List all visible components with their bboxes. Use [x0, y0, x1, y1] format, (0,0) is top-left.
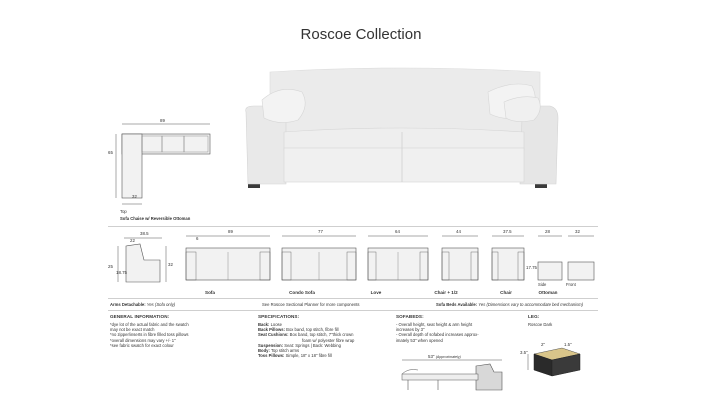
piece-label-love: Love	[370, 290, 382, 295]
sofabeds-header: SOFABEDS:	[396, 314, 424, 319]
side-seat-height-dim: 18.75	[116, 270, 127, 275]
sofabeds-line: - Overall height, seat height & arm heig…	[396, 322, 473, 327]
piece-label-chair-half: Chair + 1/2	[434, 290, 458, 295]
spec-item: Back: Loose	[258, 322, 354, 327]
leg-header: LEG:	[528, 314, 540, 319]
spec-item: Seat Cushions: Box band, top stitch, 7"t…	[258, 332, 354, 337]
arms-value: Yes (Sofa only)	[146, 302, 176, 307]
spec-item: Suspension: Seat: Springs | Back: Webbin…	[258, 343, 354, 348]
spec-key: Seat Cushions:	[258, 332, 289, 338]
spec-item: Toss Pillows: Simple, 18" x 18" fibre fi…	[258, 353, 354, 358]
arms-detachable: Arms Detachable: Yes (Sofa only)	[110, 302, 175, 307]
spec-value: foam w/ polyester fibre wrap	[302, 337, 355, 343]
spec-value: Seat: Springs | Back: Webbing	[283, 342, 341, 348]
spec-value: Box band, top stitch, 7"thick crown	[288, 332, 354, 338]
side-height-dim: 25	[108, 264, 113, 269]
sofabeds-line: imately 53" when opened	[396, 337, 443, 343]
specs-header: SPECIFICATIONS:	[258, 314, 300, 319]
piece-label-ottoman: Ottoman	[538, 290, 558, 295]
general-line: *no zipper/inserts in fibre filled toss …	[110, 332, 189, 338]
leg-drawing	[527, 347, 581, 377]
sofabeds-lines: - Overall height, seat height & arm heig…	[396, 322, 479, 343]
ottoman-side-label: Side	[538, 282, 547, 287]
ottoman-front-dim: 32	[575, 229, 580, 234]
condo-sofa-dim: 77	[318, 229, 323, 234]
chair-half-dim: 44	[456, 229, 461, 234]
chair-dim: 37.5	[503, 229, 512, 234]
spec-key: Body:	[258, 348, 270, 354]
sofabed-available: Sofa Beds Available: Yes (Dimensions var…	[436, 302, 583, 307]
sofabeds-line: - Overall depth of sofabed increases app…	[396, 332, 479, 338]
piece-label-chair: Chair	[500, 290, 512, 295]
piece-label-sofa: Sofa	[205, 290, 215, 295]
spec-item: Back Pillows: Box band, top stitch, fibr…	[258, 327, 354, 332]
ottoman-front-label: Front	[566, 282, 576, 287]
divider-bottom	[108, 310, 598, 311]
page-title: Roscoe Collection	[300, 26, 422, 43]
chaise-seat-dim: 32	[132, 194, 137, 199]
side-view-drawing	[117, 237, 167, 283]
arm-dim: 6	[196, 236, 199, 241]
chaise-top-label: Top	[120, 209, 127, 214]
general-line: *see fabric swatch for exact colour	[110, 342, 174, 348]
chaise-width-dim: 89	[160, 118, 165, 123]
spec-key: Back Pillows:	[258, 327, 285, 333]
sofabed-drawing	[401, 359, 503, 391]
chaise-top-view	[115, 123, 211, 205]
ottoman-dim: 28	[545, 229, 550, 234]
leg-dim-c: 3.5"	[520, 350, 528, 355]
spec-value: Top stitch arms	[269, 348, 300, 354]
pieces-drawings	[185, 235, 595, 281]
ottoman-height-dim: 17.75	[526, 265, 537, 270]
side-top-dim: 38.5	[140, 231, 149, 236]
spec-item: Body: Top stitch arms	[258, 348, 354, 353]
general-line: may not be exact match	[110, 327, 155, 333]
spec-item: foam w/ polyester fibre wrap	[258, 338, 354, 343]
sofa-photo	[245, 67, 559, 188]
spec-key: Toss Pillows:	[258, 353, 285, 359]
sofa-dim: 89	[228, 229, 233, 234]
divider-top	[108, 298, 598, 299]
side-inner-dim: 22	[130, 238, 135, 243]
chaise-depth-dim: 65	[108, 150, 113, 155]
bed-dim-note: (Approximately)	[435, 355, 461, 359]
sofabeds-line: increases by 3"	[396, 327, 425, 333]
bed-open-dim: 53" (Approximately)	[428, 354, 461, 359]
chaise-caption: Sofa Chaise w/ Reversible Ottoman	[120, 216, 191, 221]
leg-dim-b: 1.5"	[564, 342, 572, 347]
bed-dim-value: 53"	[428, 354, 435, 359]
planner-note: See Roscoe Sectional Planner for more co…	[262, 302, 360, 307]
specs-list: Back: Loose Back Pillows: Box band, top …	[258, 322, 354, 358]
divider	[108, 226, 598, 227]
leg-name: Roscoe Dark	[528, 322, 553, 327]
leg-dim-a: 2"	[541, 342, 546, 347]
arms-label: Arms Detachable:	[110, 302, 146, 307]
spec-key: Suspension:	[258, 342, 284, 348]
spec-key: Back:	[258, 322, 270, 327]
spec-value: Loose	[269, 322, 282, 327]
love-dim: 64	[395, 229, 400, 234]
sofabed-value: Yes (Dimensions vary to accommodate bed …	[478, 302, 584, 307]
general-lines: *dye lot of the actual fabric and the sw…	[110, 322, 189, 348]
side-depth-dim: 32	[168, 262, 173, 267]
sofabed-label: Sofa Beds Available:	[436, 302, 478, 307]
general-line: *overall dimensions may vary +/- 1"	[110, 337, 176, 343]
general-line: *dye lot of the actual fabric and the sw…	[110, 322, 189, 327]
general-header: GENERAL INFORMATION:	[110, 314, 170, 319]
piece-label-condo-sofa: Condo Sofa	[289, 290, 315, 295]
spec-value: Box band, top stitch, fibre fill	[285, 327, 339, 333]
spec-value: Simple, 18" x 18" fibre fill	[284, 353, 332, 359]
